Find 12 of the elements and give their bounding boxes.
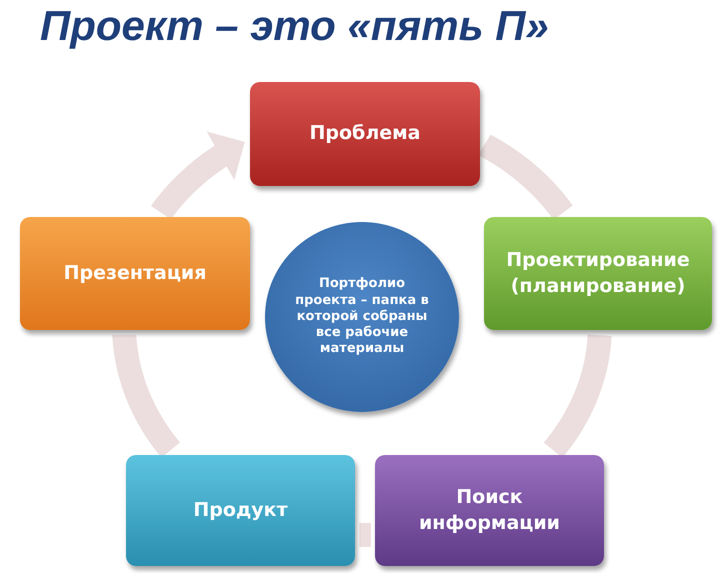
node-label: Проектирование (планирование) [505,248,691,298]
node-label: Продукт [193,498,288,523]
step-box [126,455,355,566]
node-label: Проблема [310,121,420,146]
node-label: Поиск информации [418,484,561,536]
title: Проект – это «пять П» [40,2,549,50]
node-label: Презентация [64,260,206,286]
step-box [484,217,712,330]
node-label: Портфолио проекта – папка в которой собраны все рабочие материалы [294,276,430,358]
step-box [20,217,250,330]
step-box [375,455,604,566]
step-box [250,82,480,186]
